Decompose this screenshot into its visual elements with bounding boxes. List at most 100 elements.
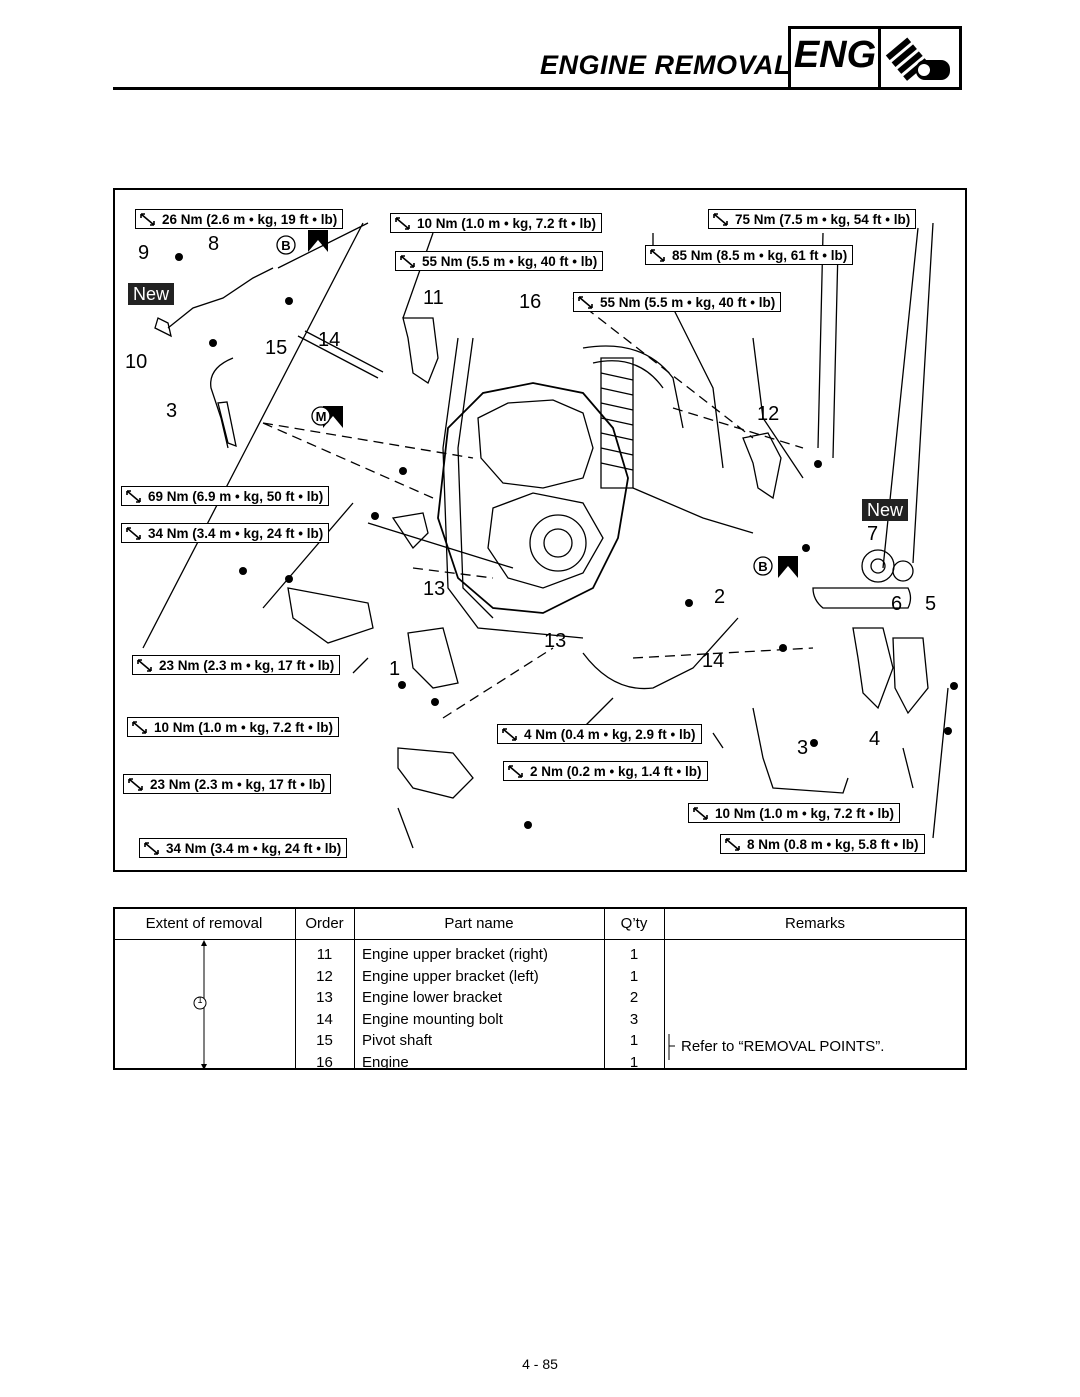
page-number: 4 - 85 [522, 1356, 558, 1372]
extent-marker: 1 [197, 995, 203, 1005]
wrench-icon [400, 255, 415, 268]
callout-number: 1 [389, 658, 401, 680]
torque-label: 2 Nm (0.2 m • kg, 1.4 ft • lb) [503, 761, 708, 781]
section-badge [788, 26, 962, 90]
wrench-icon [395, 217, 410, 230]
engine-piston-icon [885, 37, 950, 81]
header-rule [113, 87, 790, 90]
lube-mark-b-2: B [758, 559, 767, 574]
callout-number: 3 [797, 737, 809, 759]
qty-cell: 1 [629, 1053, 639, 1071]
torque-label: 85 Nm (8.5 m • kg, 61 ft • lb) [645, 245, 854, 265]
callout-number: 12 [757, 403, 780, 425]
wrench-icon [140, 213, 155, 226]
torque-text: 34 Nm (3.4 m • kg, 24 ft • lb) [148, 526, 324, 541]
part-name-cell: Engine mounting bolt [362, 1010, 503, 1028]
order-cell: 12 [316, 967, 333, 985]
part-name-cell: Pivot shaft [362, 1032, 433, 1050]
wrench-icon [725, 838, 740, 851]
new-part-tag: New [862, 499, 909, 521]
removal-table: Extent of removal Order Part name Q’ty R… [113, 907, 966, 1073]
callout-number: 11 [423, 287, 444, 309]
wrench-icon [126, 527, 141, 540]
table-row: 15 Pivot shaft 1 [113, 1030, 966, 1052]
table-column-divider [354, 907, 355, 1070]
table-row: 12 Engine upper bracket (left) 1 [113, 966, 966, 988]
table-row: 14 Engine mounting bolt 3 [113, 1009, 966, 1031]
header-qty: Q’ty [604, 907, 664, 940]
table-column-divider [295, 907, 296, 1070]
callout-number: 2 [714, 586, 726, 608]
callout-number: 8 [208, 233, 220, 255]
lube-mark-m: M [316, 409, 327, 424]
qty-cell: 2 [629, 989, 639, 1007]
torque-label: 34 Nm (3.4 m • kg, 24 ft • lb) [121, 523, 330, 543]
part-name-cell: Engine upper bracket (right) [362, 946, 548, 964]
torque-text: 85 Nm (8.5 m • kg, 61 ft • lb) [672, 248, 848, 263]
header-extent: Extent of removal [113, 907, 295, 940]
torque-text: 23 Nm (2.3 m • kg, 17 ft • lb) [150, 777, 326, 792]
torque-text: 10 Nm (1.0 m • kg, 7.2 ft • lb) [715, 806, 895, 821]
torque-label: 10 Nm (1.0 m • kg, 7.2 ft • lb) [390, 213, 603, 233]
wrench-icon [128, 778, 143, 791]
torque-label: 23 Nm (2.3 m • kg, 17 ft • lb) [132, 655, 341, 675]
order-cell: 16 [316, 1053, 333, 1071]
torque-label: 69 Nm (6.9 m • kg, 50 ft • lb) [121, 486, 330, 506]
part-name-cell: Engine upper bracket (left) [362, 967, 539, 985]
wrench-icon [502, 728, 517, 741]
wrench-icon [650, 249, 665, 262]
exploded-diagram-frame [113, 188, 967, 872]
table-column-divider [604, 907, 605, 1070]
table-row: 11 Engine upper bracket (right) 1 [113, 944, 966, 966]
part-name-cell: Engine lower bracket [362, 989, 503, 1007]
callout-number: 5 [925, 593, 937, 615]
header-part-name: Part name [354, 907, 604, 940]
torque-text: 34 Nm (3.4 m • kg, 24 ft • lb) [166, 841, 342, 856]
callout-number: 9 [138, 242, 150, 264]
qty-cell: 1 [629, 946, 639, 964]
torque-text: 10 Nm (1.0 m • kg, 7.2 ft • lb) [154, 720, 334, 735]
section-badge-label: ENG [793, 34, 877, 76]
new-part-tag: New [128, 283, 175, 305]
header-remarks: Remarks [664, 907, 966, 940]
wrench-icon [126, 490, 141, 503]
torque-label: 10 Nm (1.0 m • kg, 7.2 ft • lb) [688, 803, 901, 823]
callout-number: 14 [318, 329, 341, 351]
wrench-icon [137, 659, 152, 672]
wrench-icon [144, 842, 159, 855]
qty-cell: 3 [629, 1010, 639, 1028]
wrench-icon [578, 296, 593, 309]
callout-number: 3 [166, 400, 178, 422]
callout-number: 7 [867, 523, 879, 545]
table-row: 16 Engine 1 [113, 1052, 966, 1074]
callout-number: 13 [544, 630, 567, 652]
torque-text: 2 Nm (0.2 m • kg, 1.4 ft • lb) [530, 764, 702, 779]
torque-text: 55 Nm (5.5 m • kg, 40 ft • lb) [422, 254, 598, 269]
callout-number: 13 [423, 578, 446, 600]
wrench-icon [713, 213, 728, 226]
callout-number: 4 [869, 728, 881, 750]
wrench-icon [508, 765, 523, 778]
exploded-diagram: B M B [142, 222, 958, 849]
order-cell: 14 [316, 1010, 333, 1028]
remark-text: Refer to “REMOVAL POINTS”. [681, 1038, 885, 1055]
torque-label: 8 Nm (0.8 m • kg, 5.8 ft • lb) [720, 834, 925, 854]
wrench-icon [132, 721, 147, 734]
callout-number: 16 [519, 291, 542, 313]
torque-text: 23 Nm (2.3 m • kg, 17 ft • lb) [159, 658, 335, 673]
torque-text: 8 Nm (0.8 m • kg, 5.8 ft • lb) [747, 837, 919, 852]
callout-number: 15 [265, 337, 288, 359]
torque-label: 26 Nm (2.6 m • kg, 19 ft • lb) [135, 209, 344, 229]
torque-label: 4 Nm (0.4 m • kg, 2.9 ft • lb) [497, 724, 702, 744]
torque-label: 34 Nm (3.4 m • kg, 24 ft • lb) [139, 838, 348, 858]
table-row: 13 Engine lower bracket 2 [113, 987, 966, 1009]
callout-number: 6 [891, 593, 903, 615]
order-cell: 11 [316, 946, 333, 964]
badge-divider [878, 26, 881, 90]
torque-text: 55 Nm (5.5 m • kg, 40 ft • lb) [600, 295, 776, 310]
header-order: Order [295, 907, 354, 940]
table-header-row: Extent of removal Order Part name Q’ty R… [113, 907, 966, 940]
order-cell: 13 [316, 989, 333, 1007]
torque-text: 75 Nm (7.5 m • kg, 54 ft • lb) [735, 212, 911, 227]
callout-number: 14 [702, 650, 725, 672]
